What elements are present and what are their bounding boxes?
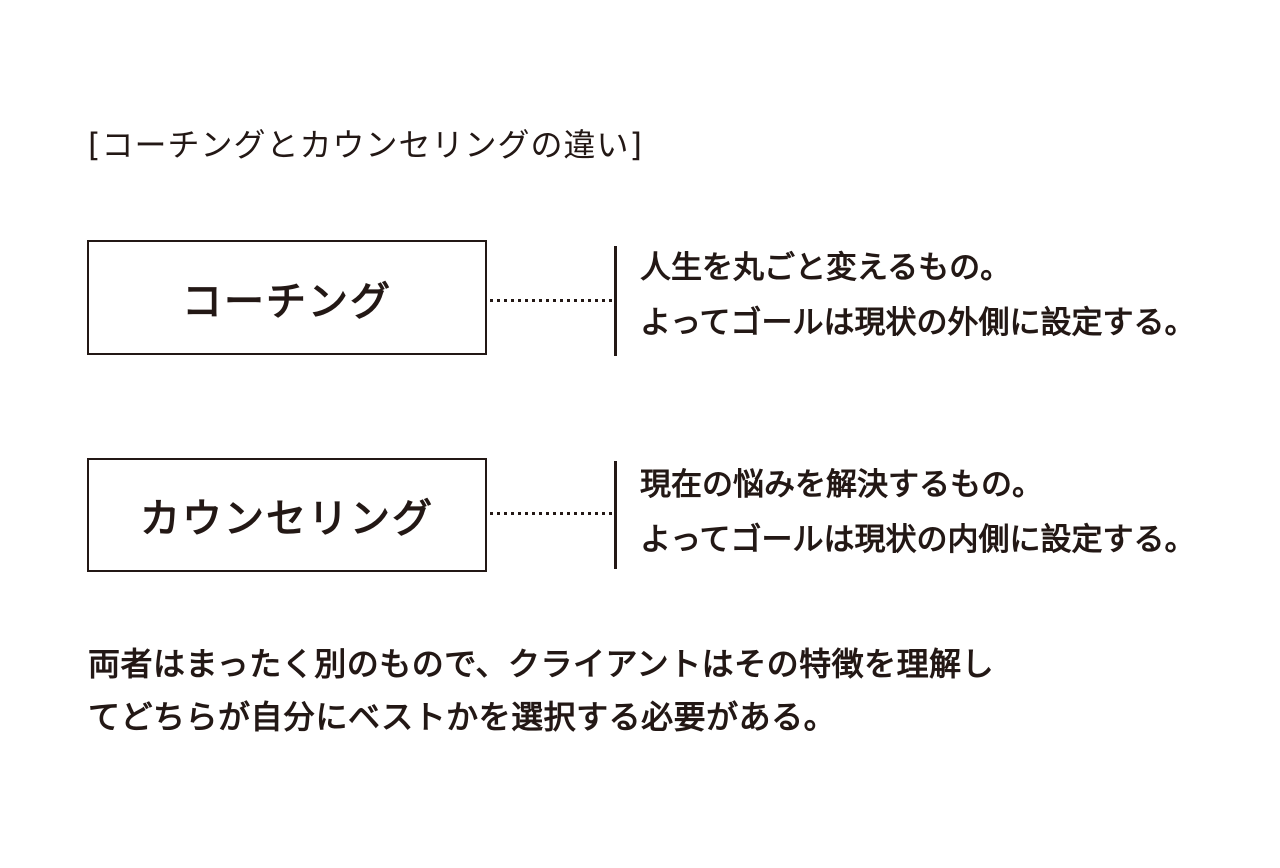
footer-note-line-2: てどちらが自分にベストかを選択する必要がある。: [88, 698, 837, 736]
footer-note: 両者はまったく別のもので、クライアントはその特徴を理解し てどちらが自分にベスト…: [88, 638, 994, 744]
counseling-description-line-1: 現在の悩みを解決するもの。: [640, 467, 1043, 503]
coaching-box-label: コーチング: [182, 278, 392, 325]
counseling-box: カウンセリング: [87, 458, 487, 572]
counseling-description: 現在の悩みを解決するもの。 よってゴールは現状の内側に設定する。: [640, 458, 1196, 568]
coaching-description-line-2: よってゴールは現状の外側に設定する。: [640, 305, 1196, 341]
coaching-dotted-connector: [490, 299, 613, 302]
coaching-box: コーチング: [87, 240, 487, 355]
counseling-box-label: カウンセリング: [140, 496, 434, 542]
footer-note-line-1: 両者はまったく別のもので、クライアントはその特徴を理解し: [88, 645, 995, 683]
coaching-divider-rule: [614, 246, 617, 356]
figure-title: [コーチングとカウンセリングの違い]: [88, 126, 643, 164]
counseling-description-line-2: よってゴールは現状の内側に設定する。: [640, 522, 1196, 558]
counseling-divider-rule: [614, 461, 617, 569]
coaching-description: 人生を丸ごと変えるもの。 よってゴールは現状の外側に設定する。: [640, 241, 1196, 351]
counseling-dotted-connector: [490, 512, 613, 515]
coaching-description-line-1: 人生を丸ごと変えるもの。: [640, 250, 1012, 286]
